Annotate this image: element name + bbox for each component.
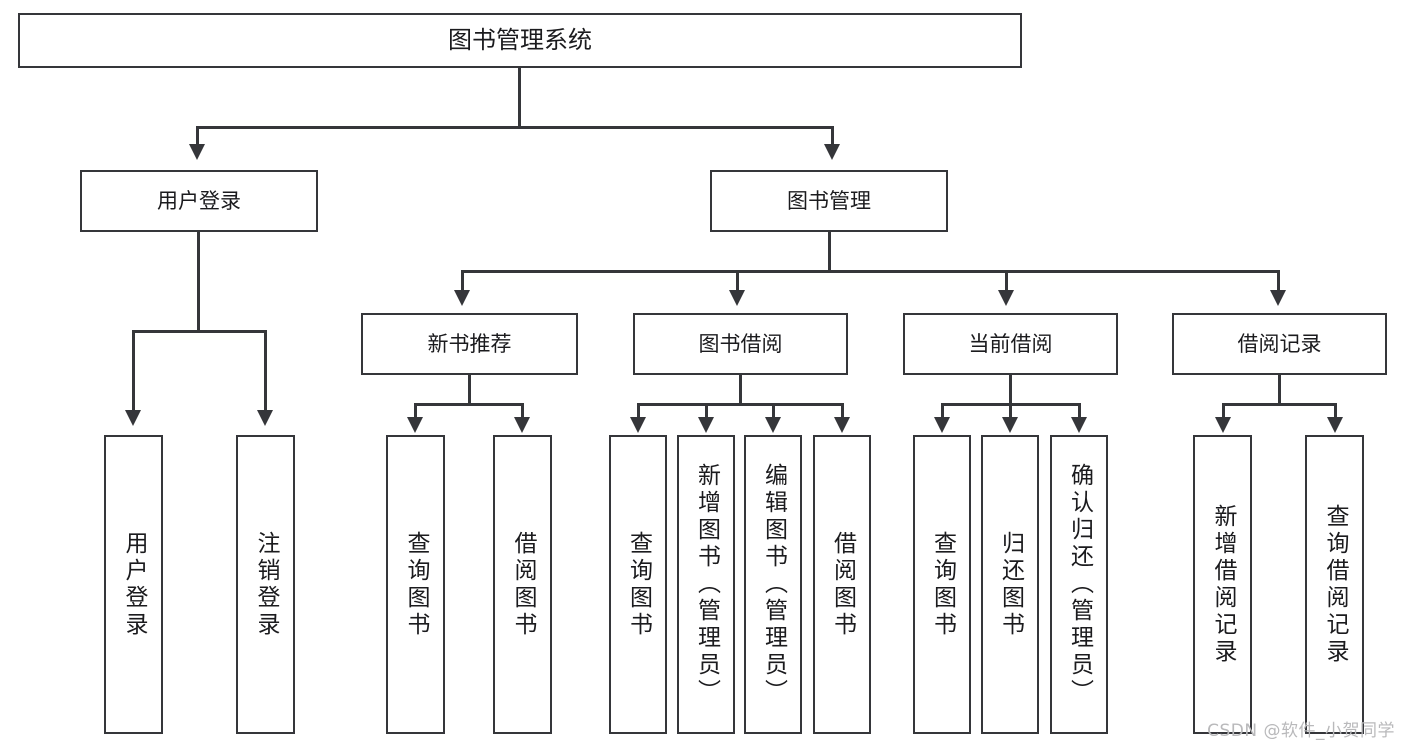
connector-bb-drop-2 bbox=[705, 403, 708, 419]
node-borrow-record[interactable]: 借阅记录 bbox=[1172, 313, 1387, 375]
connector-bm-drop-4 bbox=[1277, 270, 1280, 292]
leaf-label: 借阅图书 bbox=[510, 530, 536, 639]
arrowhead-to-borrow-record bbox=[1270, 290, 1286, 306]
connector-cb-drop-1 bbox=[941, 403, 944, 419]
connector-br-drop-1 bbox=[1222, 403, 1225, 419]
connector-user-login-stem bbox=[197, 232, 200, 332]
connector-bb-drop-1 bbox=[637, 403, 640, 419]
leaf-label: 新增图书（管理员） bbox=[693, 463, 720, 706]
connector-bm-drop-1 bbox=[461, 270, 464, 292]
leaf-cb-query-book[interactable]: 查询图书 bbox=[913, 435, 971, 734]
connector-bb-stem bbox=[739, 375, 742, 405]
leaf-bb-query-book[interactable]: 查询图书 bbox=[609, 435, 667, 734]
arrowhead-nbr-leaf-2 bbox=[514, 417, 530, 433]
arrowhead-br-leaf-1 bbox=[1215, 417, 1231, 433]
connector-root-bus bbox=[196, 126, 834, 129]
leaf-logout[interactable]: 注销登录 bbox=[236, 435, 295, 734]
connector-cb-stem bbox=[1009, 375, 1012, 405]
leaf-cb-confirm-return-admin[interactable]: 确认归还（管理员） bbox=[1050, 435, 1108, 734]
arrowhead-cb-leaf-2 bbox=[1002, 417, 1018, 433]
connector-bm-drop-3 bbox=[1005, 270, 1008, 292]
arrowhead-nbr-leaf-1 bbox=[407, 417, 423, 433]
connector-root-stem bbox=[518, 68, 521, 128]
leaf-user-login[interactable]: 用户登录 bbox=[104, 435, 163, 734]
connector-nbr-drop-2 bbox=[521, 403, 524, 419]
arrowhead-to-new-book-recommend bbox=[454, 290, 470, 306]
connector-book-management-stem bbox=[828, 232, 831, 272]
connector-bb-drop-4 bbox=[841, 403, 844, 419]
arrowhead-to-user-login bbox=[189, 144, 205, 160]
node-book-borrow[interactable]: 图书借阅 bbox=[633, 313, 848, 375]
connector-bm-drop-2 bbox=[736, 270, 739, 292]
leaf-label: 用户登录 bbox=[121, 530, 147, 639]
node-label: 新书推荐 bbox=[427, 331, 512, 356]
leaf-label: 查询图书 bbox=[625, 530, 652, 639]
arrowhead-cb-leaf-1 bbox=[934, 417, 950, 433]
leaf-label: 查询图书 bbox=[403, 530, 429, 639]
connector-user-login-bus bbox=[132, 330, 267, 333]
connector-cb-drop-2 bbox=[1009, 403, 1012, 419]
node-book-management[interactable]: 图书管理 bbox=[710, 170, 948, 232]
arrowhead-bb-leaf-3 bbox=[765, 417, 781, 433]
node-label: 当前借阅 bbox=[968, 331, 1053, 356]
leaf-bb-borrow-book[interactable]: 借阅图书 bbox=[813, 435, 871, 734]
arrowhead-to-book-borrow bbox=[729, 290, 745, 306]
connector-bb-bus bbox=[637, 403, 844, 406]
leaf-label: 借阅图书 bbox=[829, 530, 856, 639]
leaf-br-add-record[interactable]: 新增借阅记录 bbox=[1193, 435, 1252, 734]
node-label: 图书借阅 bbox=[698, 331, 783, 356]
csdn-watermark: CSDN @软件_小贺同学 bbox=[1207, 721, 1395, 741]
arrowhead-to-book-management bbox=[824, 144, 840, 160]
leaf-label: 归还图书 bbox=[997, 530, 1024, 639]
node-label: 借阅记录 bbox=[1237, 331, 1322, 356]
leaf-label: 确认归还（管理员） bbox=[1066, 463, 1093, 706]
node-user-login[interactable]: 用户登录 bbox=[80, 170, 318, 232]
connector-br-drop-2 bbox=[1334, 403, 1337, 419]
connector-br-stem bbox=[1278, 375, 1281, 405]
node-new-book-recommend[interactable]: 新书推荐 bbox=[361, 313, 578, 375]
connector-bb-drop-3 bbox=[772, 403, 775, 419]
connector-br-bus bbox=[1222, 403, 1337, 406]
leaf-label: 编辑图书（管理员） bbox=[760, 463, 787, 706]
arrowhead-leaf-logout bbox=[257, 410, 273, 426]
leaf-bb-add-book-admin[interactable]: 新增图书（管理员） bbox=[677, 435, 735, 734]
arrowhead-bb-leaf-2 bbox=[698, 417, 714, 433]
connector-book-management-bus bbox=[461, 270, 1280, 273]
node-label: 图书管理系统 bbox=[448, 26, 592, 55]
node-label: 图书管理 bbox=[787, 188, 871, 213]
connector-nbr-stem bbox=[468, 375, 471, 405]
connector-user-login-drop-1 bbox=[132, 330, 135, 412]
arrowhead-bb-leaf-4 bbox=[834, 417, 850, 433]
connector-root-drop-left bbox=[196, 126, 199, 146]
arrowhead-to-current-borrow bbox=[998, 290, 1014, 306]
leaf-label: 查询图书 bbox=[929, 530, 956, 639]
connector-root-drop-right bbox=[831, 126, 834, 146]
leaf-nbr-query-book[interactable]: 查询图书 bbox=[386, 435, 445, 734]
connector-nbr-drop-1 bbox=[414, 403, 417, 419]
node-label: 用户登录 bbox=[157, 188, 241, 213]
node-current-borrow[interactable]: 当前借阅 bbox=[903, 313, 1118, 375]
arrowhead-br-leaf-2 bbox=[1327, 417, 1343, 433]
arrowhead-leaf-user-login bbox=[125, 410, 141, 426]
leaf-label: 注销登录 bbox=[253, 530, 279, 639]
leaf-nbr-borrow-book[interactable]: 借阅图书 bbox=[493, 435, 552, 734]
connector-cb-drop-3 bbox=[1078, 403, 1081, 419]
connector-user-login-drop-2 bbox=[264, 330, 267, 412]
connector-nbr-bus bbox=[414, 403, 524, 406]
arrowhead-cb-leaf-3 bbox=[1071, 417, 1087, 433]
leaf-label: 查询借阅记录 bbox=[1322, 503, 1348, 666]
arrowhead-bb-leaf-1 bbox=[630, 417, 646, 433]
leaf-br-query-record[interactable]: 查询借阅记录 bbox=[1305, 435, 1364, 734]
leaf-label: 新增借阅记录 bbox=[1210, 503, 1236, 666]
leaf-cb-return-book[interactable]: 归还图书 bbox=[981, 435, 1039, 734]
leaf-bb-edit-book-admin[interactable]: 编辑图书（管理员） bbox=[744, 435, 802, 734]
node-root-book-management-system[interactable]: 图书管理系统 bbox=[18, 13, 1022, 68]
